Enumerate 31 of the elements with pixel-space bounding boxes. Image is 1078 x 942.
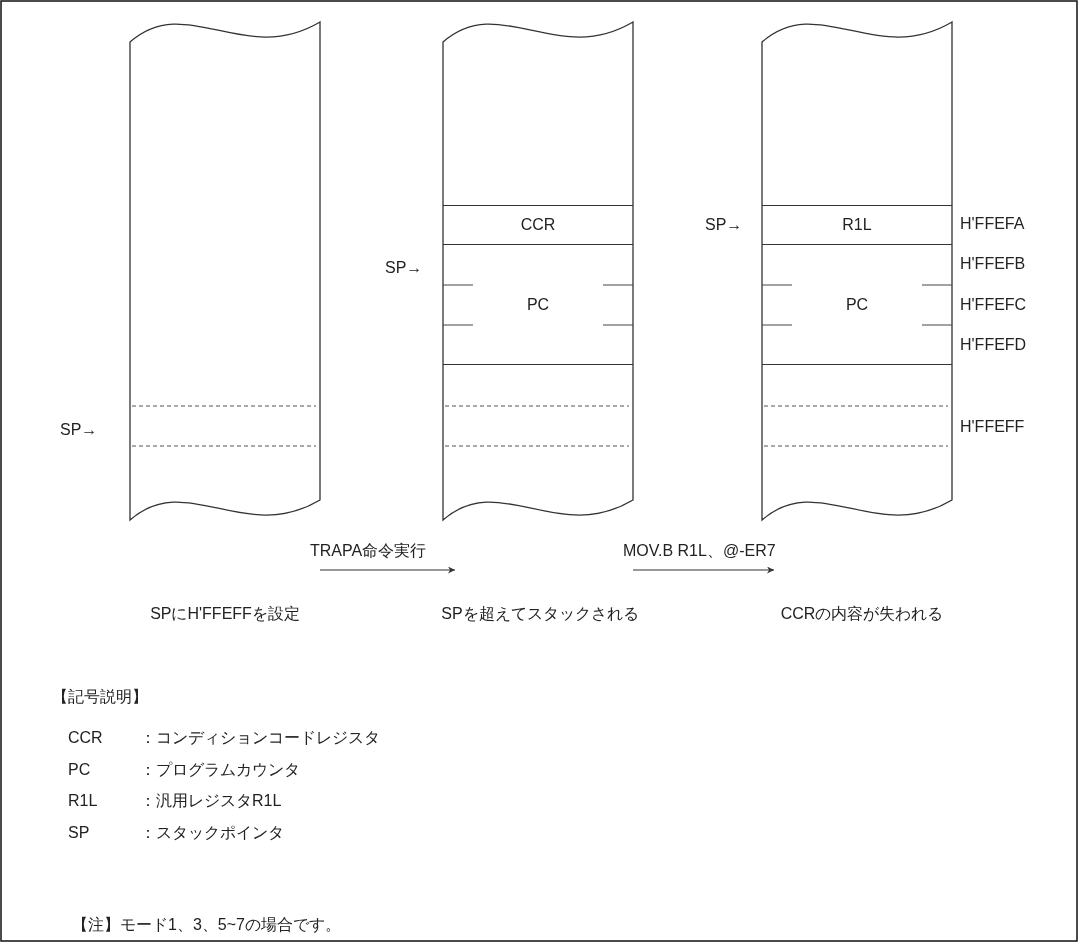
- arrow: [632, 566, 775, 574]
- stack-pointer-label: SP→: [705, 215, 743, 235]
- cell-label: PC: [526, 295, 550, 314]
- cell-label: CCR: [520, 216, 556, 234]
- address-label: H'FFEFF: [960, 417, 1025, 437]
- edge-label: TRAPA命令実行: [310, 541, 427, 561]
- address-label: H'FFEFD: [960, 335, 1027, 355]
- note-text: 【注】モード1、3、5~7の場合です。: [72, 915, 341, 935]
- address-label: H'FFEFB: [960, 254, 1026, 274]
- legend-description: ：コンディションコードレジスタ: [140, 728, 380, 748]
- stack-cell: [443, 205, 633, 245]
- legend-description: ：汎用レジスタR1L: [140, 791, 282, 811]
- legend-term: CCR: [68, 728, 103, 748]
- arrow: [319, 566, 456, 574]
- legend-heading: 【記号説明】: [52, 687, 148, 707]
- legend-term: SP: [68, 823, 90, 843]
- legend-term: PC: [68, 760, 91, 780]
- step-caption: CCRの内容が失われる: [780, 604, 944, 624]
- stack-cell: [762, 205, 952, 245]
- stack-pointer-label: SP→: [385, 258, 423, 278]
- cell-label: PC: [845, 295, 869, 314]
- legend-description: ：プログラムカウンタ: [140, 760, 300, 780]
- address-label: H'FFEFA: [960, 214, 1025, 234]
- step-caption: SPを超えてスタックされる: [441, 604, 639, 624]
- legend-description: ：スタックポインタ: [140, 823, 284, 843]
- step-caption: SPにH'FFEFFを設定: [150, 604, 300, 624]
- address-label: H'FFEFC: [960, 295, 1027, 315]
- stack-pointer-label: SP→: [60, 420, 98, 440]
- edge-label: MOV.B R1L、@-ER7: [623, 541, 776, 561]
- cell-label: R1L: [842, 216, 872, 234]
- legend-term: R1L: [68, 791, 98, 811]
